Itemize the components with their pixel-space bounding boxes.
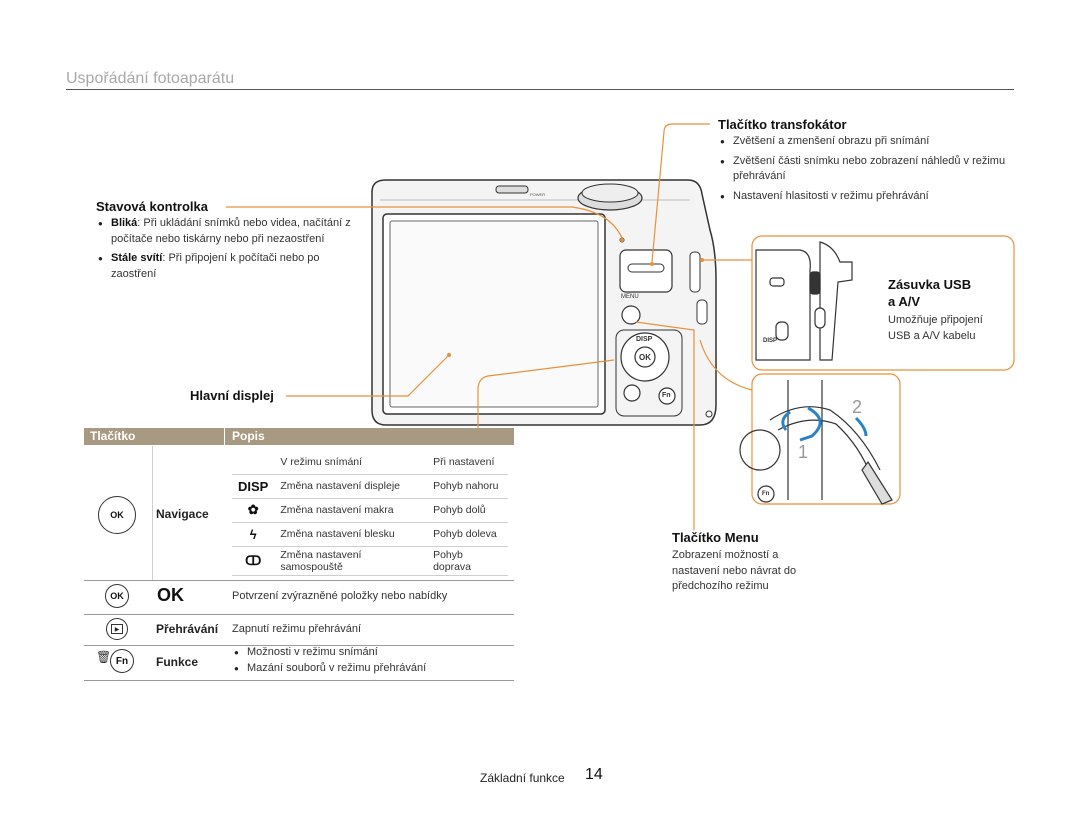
mode-header: V režimu snímání: [274, 450, 428, 475]
col-button-header: Tlačítko: [90, 429, 136, 443]
usb-heading-line2: a A/V: [888, 294, 921, 309]
strap-inset-fn-label: Fn: [762, 491, 770, 497]
ok-label: OK: [639, 353, 651, 362]
fn-bullet: Možnosti v režimu snímání: [232, 645, 502, 661]
zoom-bullet: Nastavení hlasitosti v režimu přehrávání: [718, 189, 1008, 205]
mode-cell: Změna nastavení displeje: [274, 474, 428, 499]
ok-button-icon: OK: [105, 584, 129, 608]
playback-name: Přehrávání: [156, 622, 219, 636]
menu-button-heading: Tlačítko Menu: [672, 530, 759, 545]
status-lamp-bullet: Bliká: Při ukládání snímků nebo videa, n…: [96, 216, 356, 247]
playback-description: Zapnutí režimu přehrávání: [232, 623, 362, 635]
setting-cell: Pohyb doleva: [427, 522, 508, 547]
fn-bullet: Mazání souborů v režimu přehrávání: [232, 661, 502, 677]
playback-button-icon: ▶: [106, 618, 128, 640]
strap-step-1: 1: [798, 442, 809, 462]
zoom-bullet: Zvětšení části snímku nebo zobrazení náh…: [718, 154, 1008, 185]
table-row: V režimu snímání Při nastavení: [232, 450, 508, 475]
setting-cell: Pohyb nahoru: [427, 474, 508, 499]
navigation-subtable: V režimu snímání Při nastavení DISP Změn…: [232, 450, 508, 576]
disp-label: DISP: [636, 336, 653, 343]
col-desc-header: Popis: [232, 429, 265, 443]
diagonal-header-cell: [232, 450, 275, 475]
setting-cell: Pohyb dolů: [427, 498, 508, 523]
timer-icon: ↀ: [232, 546, 275, 576]
main-display-heading: Hlavní displej: [190, 388, 274, 403]
nav-dial-icon: OK: [98, 496, 136, 534]
fn-label: Fn: [662, 392, 671, 399]
setting-cell: Pohyb doprava: [427, 546, 508, 576]
mode-cell: Změna nastavení blesku: [274, 522, 428, 547]
mode-cell: Změna nastavení samospouště: [274, 546, 428, 576]
usb-heading-line1: Zásuvka USB: [888, 277, 972, 292]
menu-label: MENU: [621, 294, 639, 300]
table-col-divider: [152, 446, 153, 580]
ok-description: Potvrzení zvýrazněné položky nebo nabídk…: [232, 590, 448, 602]
macro-icon: ✿: [232, 498, 275, 523]
table-row: ✿ Změna nastavení makra Pohyb dolů: [232, 498, 508, 523]
fn-button-icon: Fn: [110, 649, 134, 673]
mode-cell: Změna nastavení makra: [274, 498, 428, 523]
fn-name: Funkce: [156, 655, 199, 669]
table-row: ϟ Změna nastavení blesku Pohyb doleva: [232, 522, 508, 547]
navigation-label: Navigace: [156, 507, 209, 521]
trash-icon: 🗑: [96, 650, 112, 664]
row-divider: [84, 580, 514, 581]
disp-icon: DISP: [232, 474, 275, 499]
ok-name: OK: [157, 585, 184, 605]
zoom-bullet: Zvětšení a zmenšení obrazu při snímání: [718, 134, 1008, 150]
zoom-button-heading: Tlačítko transfokátor: [718, 117, 847, 132]
button-table-header: Tlačítko Popis: [84, 428, 514, 445]
status-lamp-heading: Stavová kontrolka: [96, 199, 208, 214]
power-label: POWER: [530, 192, 546, 197]
menu-button-description: Zobrazení možností a nastavení nebo návr…: [672, 549, 797, 592]
zoom-button-list: Zvětšení a zmenšení obrazu při snímání Z…: [718, 134, 1008, 208]
page-number: 14: [585, 766, 603, 783]
camera-body: [371, 179, 717, 426]
play-icon: ▶: [111, 624, 123, 634]
fn-list: Možnosti v režimu snímání Mazání souborů…: [232, 645, 502, 676]
row-divider: [84, 614, 514, 615]
status-lamp-list: Bliká: Při ukládání snímků nebo videa, n…: [96, 216, 356, 286]
title-divider: [66, 89, 1014, 90]
setting-header: Při nastavení: [427, 450, 508, 475]
row-divider: [84, 680, 514, 681]
table-row: DISP Změna nastavení displeje Pohyb naho…: [232, 474, 508, 499]
table-row: ↀ Změna nastavení samospouště Pohyb dopr…: [232, 546, 508, 576]
usb-inset-disp-label: DISP: [763, 338, 778, 344]
footer-section-name: Základní funkce: [480, 771, 565, 785]
usb-description: Umožňuje připojení USB a A/V kabelu: [888, 314, 983, 342]
status-lamp-bullet: Stále svítí: Při připojení k počítači ne…: [96, 251, 356, 282]
page-title: Uspořádání fotoaparátu: [66, 70, 235, 87]
strap-step-2: 2: [852, 397, 863, 417]
header-separator: [224, 428, 225, 445]
flash-icon: ϟ: [232, 522, 275, 547]
